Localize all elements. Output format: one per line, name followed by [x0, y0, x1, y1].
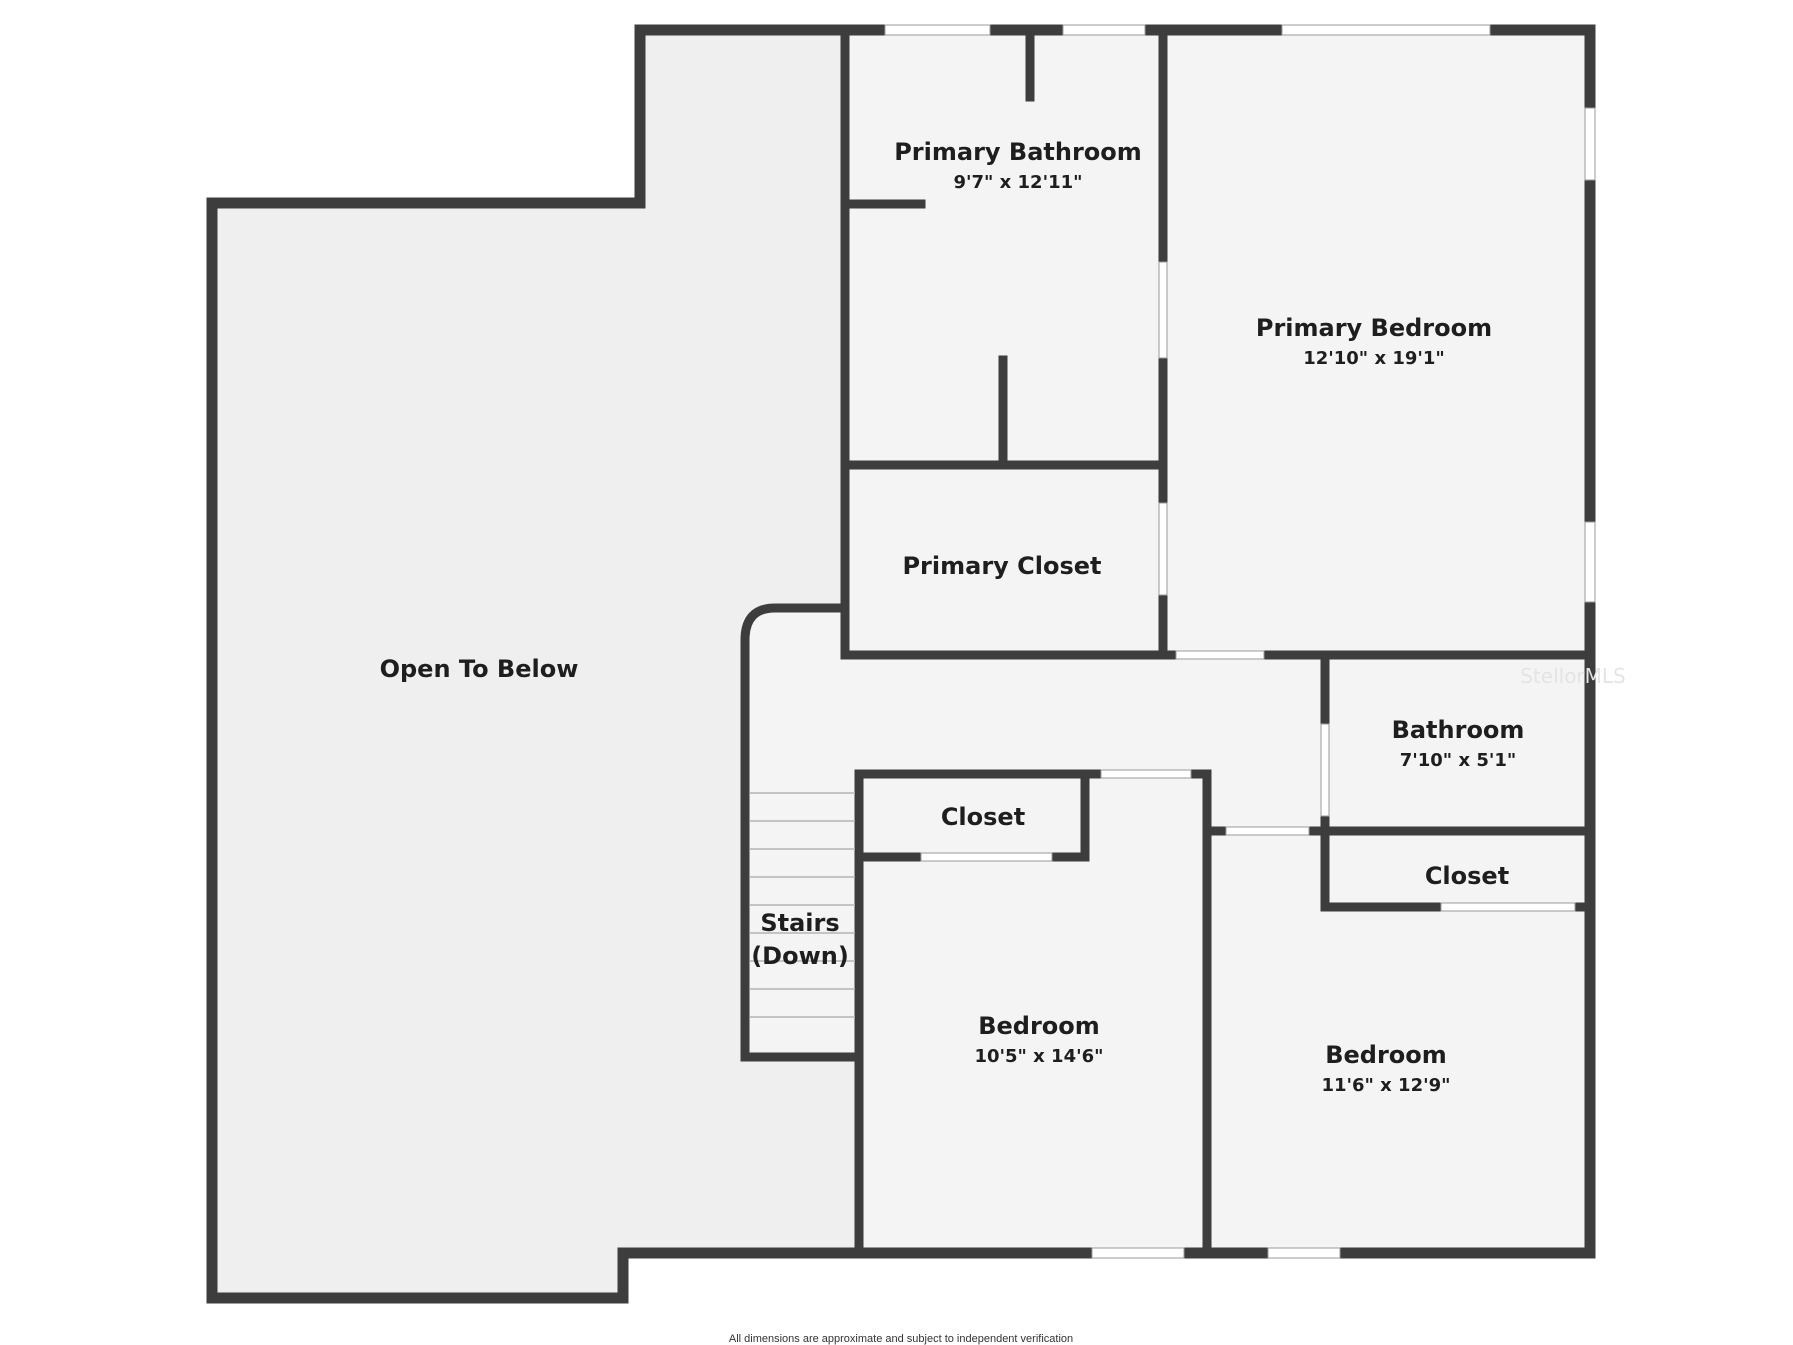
window-east-1: [1584, 107, 1596, 181]
window-top-1: [884, 24, 991, 36]
label-primary-closet: Primary Closet: [902, 552, 1101, 580]
label-primary-bedroom: Primary Bedroom: [1256, 314, 1492, 342]
window-top-3: [1281, 24, 1491, 36]
window-top-2: [1062, 24, 1146, 36]
dims-bathroom: 7'10" x 5'1": [1400, 750, 1517, 771]
door-closet-left: [920, 852, 1053, 862]
label-closet-right: Closet: [1425, 862, 1509, 890]
dims-bedroom-left: 10'5" x 14'6": [974, 1046, 1103, 1067]
window-east-2: [1584, 521, 1596, 603]
label-bedroom-right: Bedroom: [1325, 1041, 1447, 1069]
window-bottom-2: [1267, 1247, 1341, 1259]
window-bottom-1: [1091, 1247, 1185, 1259]
label-bedroom-left: Bedroom: [978, 1012, 1100, 1040]
label-closet-left: Closet: [941, 803, 1025, 831]
dims-primary-bathroom: 9'7" x 12'11": [953, 172, 1082, 193]
label-stairs: Stairs: [760, 909, 839, 937]
label-stairs-down: (Down): [751, 942, 849, 970]
exterior-wall: [206, 24, 1596, 1304]
label-primary-bathroom: Primary Bathroom: [894, 138, 1142, 166]
dims-primary-bedroom: 12'10" x 19'1": [1303, 348, 1445, 369]
door-closet-bedroom: [1158, 502, 1168, 596]
floor-open-to-below: [212, 30, 855, 1298]
door-bath-bedroom: [1158, 261, 1168, 359]
door-closet-right: [1440, 902, 1576, 912]
door-bedroom-right-hall: [1225, 826, 1310, 836]
door-bedroom-left-hall: [1100, 769, 1192, 779]
dims-bedroom-right: 11'6" x 12'9": [1321, 1075, 1450, 1096]
door-primary-bedroom-hall: [1175, 650, 1265, 660]
door-bathroom-hall: [1320, 723, 1330, 817]
disclaimer: All dimensions are approximate and subje…: [729, 1333, 1073, 1345]
stair-treads: [750, 792, 855, 1018]
label-open-to-below: Open To Below: [380, 655, 579, 683]
watermark: StellorMLS: [1520, 664, 1626, 688]
wall-hall-curve: [740, 603, 860, 1062]
label-bathroom: Bathroom: [1392, 716, 1525, 744]
